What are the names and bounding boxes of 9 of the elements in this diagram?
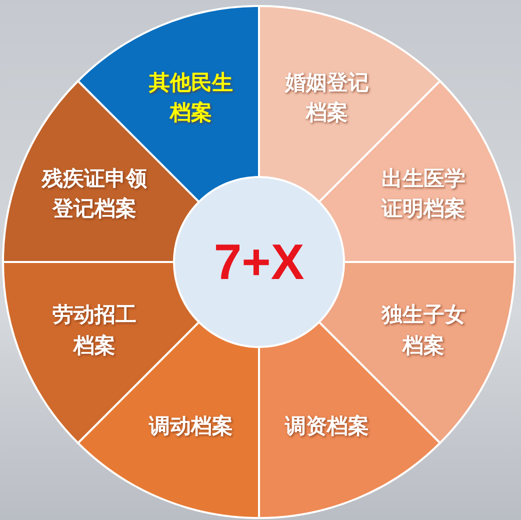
- sector-label: 残疾证申领登记档案: [40, 165, 148, 223]
- sector-label: 调动档案: [148, 413, 234, 440]
- center-label: 7+X: [214, 232, 304, 292]
- sector-label: 独生子女档案: [380, 302, 466, 360]
- sector-label: 调资档案: [284, 413, 370, 440]
- sector-label: 出生医学证明档案: [380, 165, 466, 223]
- sector-label: 其他民生档案: [148, 69, 234, 127]
- sector-label: 婚姻登记档案: [284, 69, 370, 127]
- sector-label: 劳动招工档案: [52, 302, 138, 360]
